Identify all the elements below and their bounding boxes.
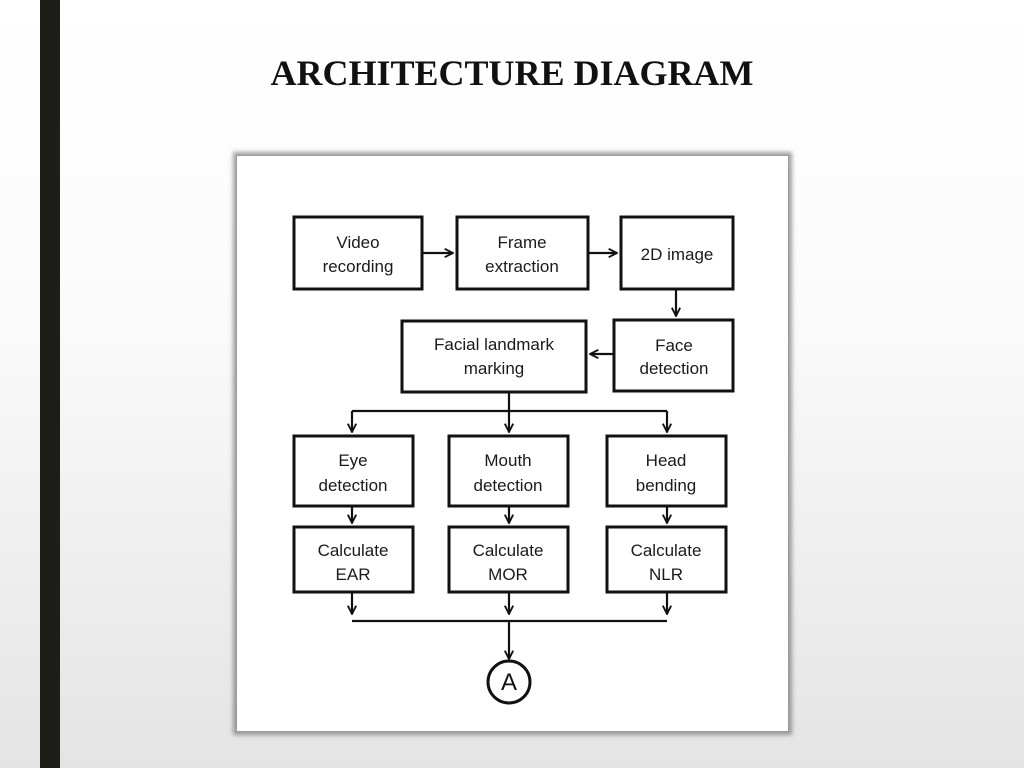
node-label-line: Eye — [338, 451, 367, 470]
node-label-line: NLR — [649, 565, 683, 584]
connector-circle-a: A — [486, 659, 532, 705]
node-label-line: bending — [636, 476, 697, 495]
node-facial-landmark-marking: Facial landmark marking — [400, 319, 588, 394]
node-label-line: Calculate — [318, 541, 389, 560]
flow-edges — [352, 253, 676, 659]
node-head-bending: Head bending — [605, 434, 728, 508]
node-calculate-nlr: Calculate NLR — [605, 525, 728, 594]
slide-title: ARCHITECTURE DIAGRAM — [270, 53, 754, 93]
node-label-line: EAR — [336, 565, 371, 584]
node-label-line: Frame — [497, 233, 546, 252]
diagram-frame: Video recording Frame extraction 2D imag… — [236, 155, 789, 732]
connector-label: A — [501, 669, 517, 696]
node-face-detection: Face detection — [612, 318, 735, 393]
node-calculate-ear: Calculate EAR — [292, 525, 415, 594]
node-video-recording: Video recording — [292, 215, 424, 291]
node-label-line: Mouth — [484, 451, 531, 470]
node-label-line: MOR — [488, 565, 528, 584]
node-eye-detection: Eye detection — [292, 434, 415, 508]
node-label-line: Calculate — [473, 541, 544, 560]
flowchart: Video recording Frame extraction 2D imag… — [292, 215, 735, 705]
node-label-line: recording — [323, 257, 394, 276]
node-label-line: Facial landmark — [434, 335, 554, 354]
node-label-line: Video — [336, 233, 379, 252]
node-label-line: extraction — [485, 257, 559, 276]
node-label-line: 2D image — [641, 245, 714, 264]
left-accent-bar — [40, 0, 60, 768]
node-2d-image: 2D image — [619, 215, 735, 291]
node-calculate-mor: Calculate MOR — [447, 525, 570, 594]
node-label-line: Head — [646, 451, 687, 470]
node-label-line: marking — [464, 359, 524, 378]
node-mouth-detection: Mouth detection — [447, 434, 570, 508]
node-label-line: Calculate — [631, 541, 702, 560]
node-frame-extraction: Frame extraction — [455, 215, 590, 291]
node-label-line: Face — [655, 336, 693, 355]
node-label-line: detection — [474, 476, 543, 495]
node-label-line: detection — [640, 359, 709, 378]
node-label-line: detection — [319, 476, 388, 495]
